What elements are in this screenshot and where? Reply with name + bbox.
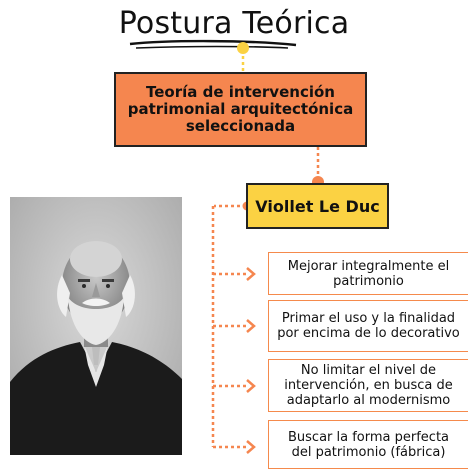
list-item: No limitar el nivel de intervención, en …	[268, 359, 468, 412]
viollet-le-duc-portrait	[10, 197, 182, 455]
title-underline	[129, 39, 297, 49]
theory-box: Teoría de intervención patrimonial arqui…	[114, 72, 367, 147]
author-box: Viollet Le Duc	[246, 183, 389, 229]
item-label: No limitar el nivel de intervención, en …	[284, 363, 453, 408]
author-box-label: Viollet Le Duc	[255, 196, 380, 216]
theory-box-label: Teoría de intervención patrimonial arqui…	[127, 83, 354, 135]
item-label: Mejorar integralmente el patrimonio	[287, 258, 450, 289]
item-label: Buscar la forma perfecta del patrimonio …	[287, 429, 450, 460]
list-item: Primar el uso y la finalidad por encima …	[268, 300, 468, 352]
item-label: Primar el uso y la finalidad por encima …	[277, 311, 460, 341]
list-item: Buscar la forma perfecta del patrimonio …	[268, 420, 468, 469]
diagram-title: Postura Teórica	[118, 6, 350, 41]
list-item: Mejorar integralmente el patrimonio	[268, 252, 468, 295]
